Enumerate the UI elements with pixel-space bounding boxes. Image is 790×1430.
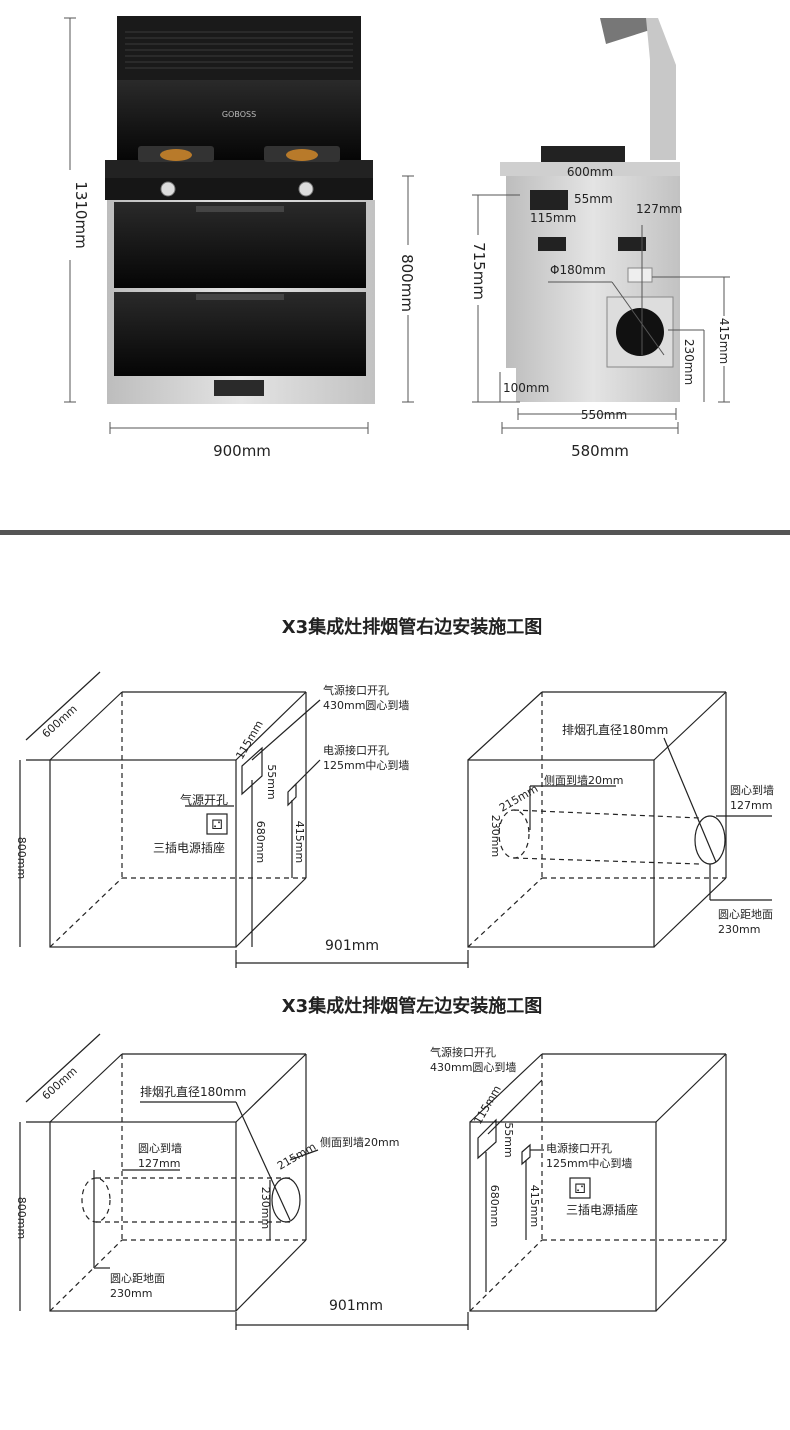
- section-left-title: X3集成灶排烟管左边安装施工图: [282, 995, 542, 1017]
- l-power-label-1: 电源接口开孔: [546, 1141, 612, 1155]
- side-600-label: 600mm: [567, 165, 613, 179]
- l-center-wall-1: 圆心到墙: [138, 1141, 182, 1155]
- side-exhaust-hole: [616, 308, 664, 356]
- upper-drawer-handle: [196, 206, 284, 212]
- r-800-label: 800mm: [15, 837, 28, 879]
- l-680-label: 680mm: [488, 1185, 501, 1227]
- l-power-hole-square: [521, 1143, 531, 1166]
- dim-1310-label: 1310mm: [72, 181, 90, 248]
- r-center-floor-1: 圆心距地面: [718, 908, 773, 921]
- l-415-label: 415mm: [528, 1185, 541, 1227]
- side-slot-right: [618, 237, 646, 251]
- l-center-floor-1: 圆心距地面: [110, 1272, 165, 1285]
- l-socket-label: 三插电源插座: [566, 1202, 638, 1217]
- side-550-label: 550mm: [581, 408, 627, 422]
- section-divider: [0, 530, 790, 535]
- left-diagram-right-box: 气源接口开孔 430mm圆心到墙 115mm 55mm 680mm 415mm …: [430, 1045, 727, 1312]
- side-115-label: 115mm: [530, 211, 576, 225]
- r-gas-hole-label: 气源开孔: [180, 792, 228, 807]
- r-power-label-1: 电源接口开孔: [323, 743, 389, 757]
- l-side-wall-label: 侧面到墙20mm: [320, 1135, 399, 1149]
- dim-800-label: 800mm: [398, 254, 416, 312]
- left-diagram-left-box: 800mm 600mm 排烟孔直径180mm 侧面到墙20mm 圆心到墙 127…: [15, 1033, 399, 1312]
- l-exhaust-hole: [271, 1177, 301, 1223]
- burner-left-ring: [160, 149, 192, 161]
- side-burner: [541, 146, 625, 162]
- l-socket-icon: [569, 1177, 591, 1199]
- l-gas-hole-square: [477, 1118, 497, 1160]
- r-socket-glyph: ⚁: [211, 818, 222, 833]
- cooktop: [105, 160, 373, 178]
- r-side-wall-label: 侧面到墙20mm: [544, 773, 623, 787]
- side-top: [500, 162, 680, 176]
- r-power-label-2: 125mm中心到墙: [323, 758, 409, 772]
- r-415-label: 415mm: [293, 821, 306, 863]
- side-gas-opening: [530, 190, 568, 210]
- right-diagram-right-box: 排烟孔直径180mm 侧面到墙20mm 215mm 230mm 圆心到墙 127…: [467, 691, 774, 948]
- side-580-label: 580mm: [571, 442, 629, 460]
- side-415-label: 415mm: [717, 318, 731, 364]
- side-slot-left: [538, 237, 566, 251]
- side-view: 600mm 55mm 115mm 127mm Φ180mm 715mm 415m…: [468, 18, 734, 460]
- front-view: GOBOSS 1310mm 800mm 900mm: [60, 16, 418, 460]
- r-901-label: 901mm: [325, 938, 379, 954]
- r-55-label: 55mm: [265, 764, 278, 799]
- side-phi-label: Φ180mm: [550, 263, 606, 277]
- side-55-label: 55mm: [574, 192, 613, 206]
- l-215-label: 215mm: [275, 1140, 318, 1172]
- l-center-wall-2: 127mm: [138, 1157, 180, 1170]
- knob-right: [298, 181, 314, 197]
- l-power-label-2: 125mm中心到墙: [546, 1156, 632, 1170]
- r-230v-label: 230mm: [489, 815, 502, 857]
- side-100-label: 100mm: [503, 381, 549, 395]
- r-exhaust-dashed: [498, 809, 530, 859]
- r-gas-hole-square: [241, 746, 263, 796]
- r-115-label: 115mm: [233, 718, 265, 761]
- right-diagram-left-box: 800mm 600mm ⚁ 气源开孔 三插电源插座 气源接口开孔 430mm圆心…: [15, 671, 409, 948]
- l-115-label: 115mm: [471, 1083, 503, 1126]
- r-680-label: 680mm: [254, 821, 267, 863]
- r-center-wall-2: 127mm: [730, 799, 772, 812]
- r-socket-label: 三插电源插座: [153, 840, 225, 855]
- r-exhaust-label: 排烟孔直径180mm: [562, 723, 668, 737]
- section-right-title: X3集成灶排烟管右边安装施工图: [282, 616, 542, 638]
- lower-drawer: [114, 292, 366, 376]
- l-socket-glyph: ⚁: [574, 1182, 585, 1197]
- hood-top: [117, 16, 361, 80]
- lower-drawer-handle: [196, 294, 284, 300]
- hood-arm-top: [600, 18, 650, 44]
- burner-right-ring: [286, 149, 318, 161]
- l-center-floor-2: 230mm: [110, 1287, 152, 1300]
- upper-drawer: [114, 202, 366, 288]
- r-center-floor-2: 230mm: [718, 923, 760, 936]
- l-55-label: 55mm: [502, 1122, 515, 1157]
- dim-900-label: 900mm: [213, 442, 271, 460]
- side-715-label: 715mm: [470, 242, 488, 300]
- l-exhaust-label: 排烟孔直径180mm: [140, 1085, 246, 1099]
- side-230-label: 230mm: [682, 339, 696, 385]
- l-800-label: 800mm: [15, 1197, 28, 1239]
- side-127-label: 127mm: [636, 202, 682, 216]
- side-socket: [627, 267, 653, 283]
- knob-left: [160, 181, 176, 197]
- knob-panel: [105, 178, 373, 200]
- brand-logo: GOBOSS: [222, 110, 256, 119]
- bottom-vent: [214, 380, 264, 396]
- r-gas-label-2: 430mm圆心到墙: [323, 698, 409, 712]
- hood-column: [646, 18, 676, 160]
- r-socket-icon: [206, 813, 228, 835]
- l-gas-label-2: 430mm圆心到墙: [430, 1060, 516, 1074]
- l-exhaust-dashed: [81, 1177, 111, 1223]
- l-230v-label: 230mm: [259, 1187, 272, 1229]
- r-center-wall-1: 圆心到墙: [730, 783, 774, 797]
- l-gas-label-1: 气源接口开孔: [430, 1045, 496, 1059]
- l-901-label: 901mm: [329, 1298, 383, 1314]
- r-gas-label-1: 气源接口开孔: [323, 683, 389, 697]
